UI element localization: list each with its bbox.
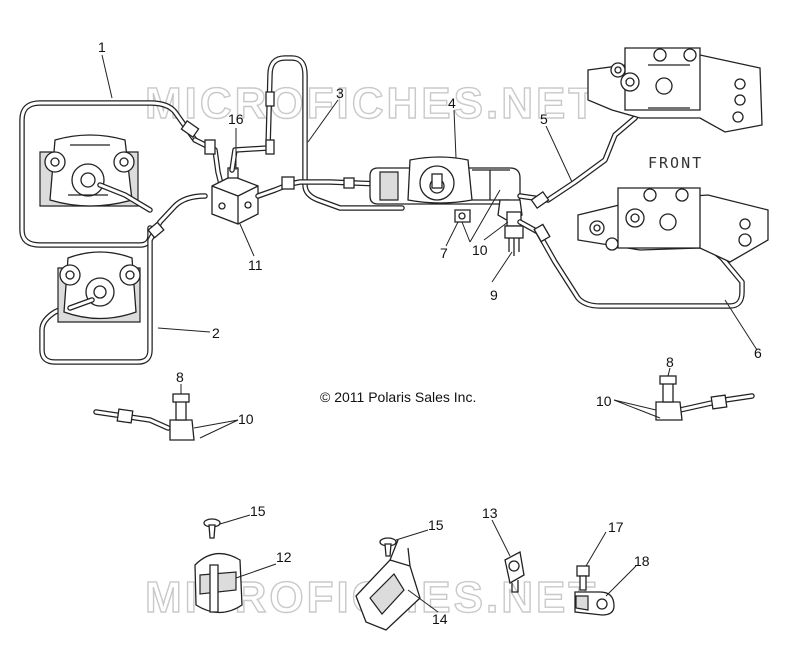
rear-caliper-lower <box>57 251 141 323</box>
copyright-text: © 2011 Polaris Sales Inc. <box>320 389 476 405</box>
callout-1: 1 <box>98 39 106 55</box>
banjo-fitting-right <box>655 375 755 421</box>
callout-5: 5 <box>540 111 548 127</box>
callout-3: 3 <box>336 85 344 101</box>
bracket-14 <box>355 539 421 631</box>
brake-switch <box>504 211 524 256</box>
rear-caliper-upper <box>39 134 153 213</box>
callout-2: 2 <box>212 325 220 341</box>
front-caliper-upper <box>587 47 763 133</box>
master-cylinder <box>369 156 523 223</box>
callout-11: 11 <box>248 257 263 273</box>
front-label: FRONT <box>648 154 703 172</box>
callout-8b: 8 <box>666 354 674 370</box>
callout-18: 18 <box>634 553 650 569</box>
callout-16: 16 <box>228 111 244 127</box>
callout-6: 6 <box>754 345 762 361</box>
screw-15a <box>203 518 221 539</box>
p-clamp-18 <box>574 591 615 616</box>
callout-10a: 10 <box>472 242 488 258</box>
front-caliper-lower <box>577 187 769 263</box>
callout-8a: 8 <box>176 369 184 385</box>
callout-7: 7 <box>440 245 448 261</box>
watermark-top: MICROFICHES.NET <box>145 79 598 128</box>
clip-13 <box>504 551 525 593</box>
brake-line-6 <box>517 219 745 309</box>
leader-lines <box>101 54 758 613</box>
callout-13: 13 <box>482 505 498 521</box>
banjo-fitting-left <box>93 393 195 441</box>
screw-15b <box>379 537 397 557</box>
callout-9: 9 <box>490 287 498 303</box>
callout-15b: 15 <box>428 517 444 533</box>
brake-line-2 <box>39 193 208 365</box>
brake-line-5 <box>517 92 653 210</box>
callout-15a: 15 <box>250 503 266 519</box>
callout-10b: 10 <box>238 411 254 427</box>
clamp-12 <box>194 553 243 614</box>
brake-line-1 <box>19 100 225 248</box>
bolt-17 <box>576 565 590 591</box>
callout-17: 17 <box>608 519 624 535</box>
callout-12: 12 <box>276 549 292 565</box>
callout-10c: 10 <box>596 393 612 409</box>
callout-4: 4 <box>448 95 456 111</box>
callout-14: 14 <box>432 611 448 627</box>
brake-line-3 <box>229 55 405 211</box>
junction-block <box>211 167 259 225</box>
